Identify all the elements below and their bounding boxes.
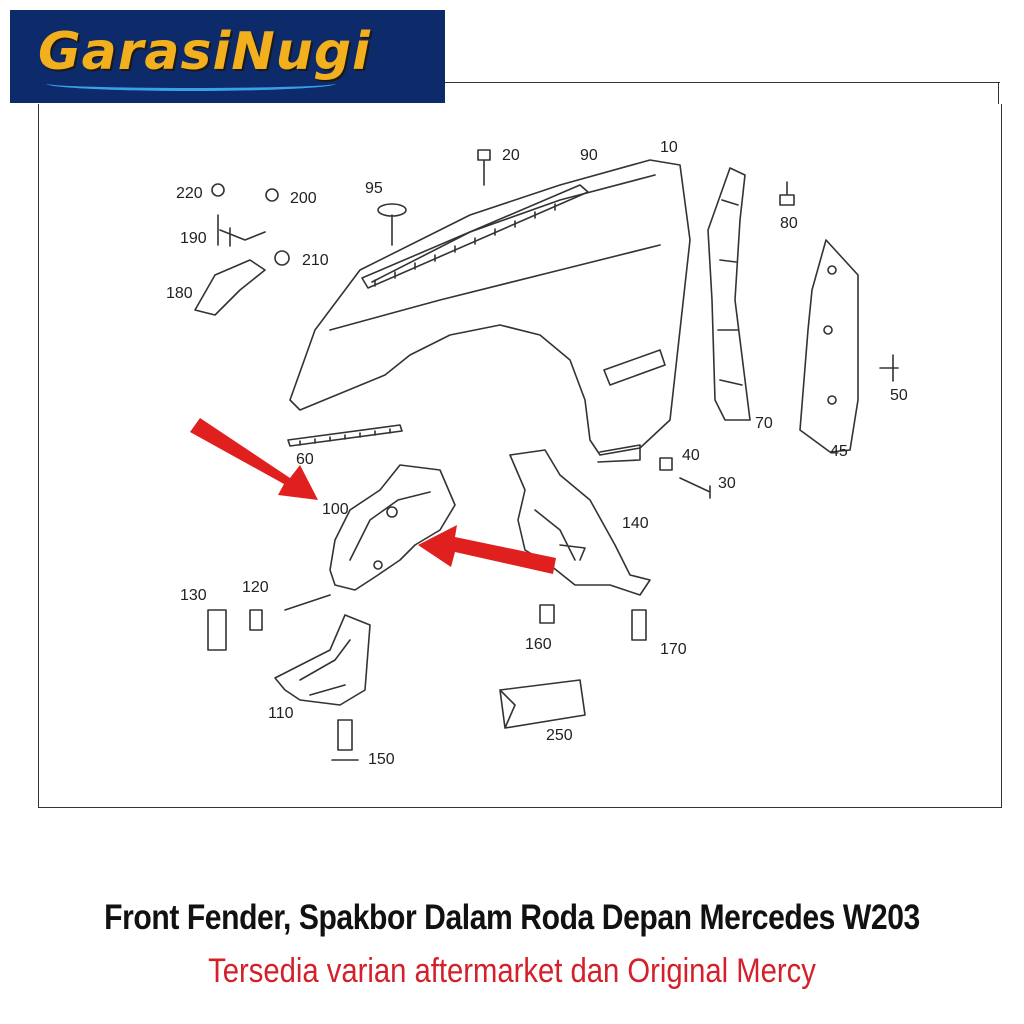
wheel-arch-liner-rear xyxy=(509,449,651,596)
fender-panel xyxy=(289,159,691,463)
callout-60: 60 xyxy=(296,451,314,468)
callout-95: 95 xyxy=(365,180,383,197)
callout-50: 50 xyxy=(890,387,908,404)
callout-110: 110 xyxy=(268,705,294,722)
splash-guard xyxy=(274,614,371,706)
callout-210: 210 xyxy=(302,252,329,269)
callout-labels: 10 20 90 95 220 200 190 210 180 80 50 70… xyxy=(166,139,908,768)
callout-80: 80 xyxy=(780,215,798,232)
diagram-frame-top-border xyxy=(445,82,1000,83)
red-arrow-140 xyxy=(418,525,556,574)
callout-120: 120 xyxy=(242,579,269,596)
callout-70: 70 xyxy=(755,415,773,432)
wheel-arch-liner-front xyxy=(329,464,456,591)
mounting-bracket xyxy=(194,183,290,316)
caption-subtitle: Tersedia varian aftermarket dan Original… xyxy=(208,952,816,990)
callout-190: 190 xyxy=(180,230,207,247)
callout-180: 180 xyxy=(166,285,193,302)
callout-90: 90 xyxy=(580,147,598,164)
callout-160: 160 xyxy=(525,636,552,653)
callout-10: 10 xyxy=(660,139,678,156)
fasteners xyxy=(207,149,899,761)
rear-bracket xyxy=(707,167,751,421)
callout-40: 40 xyxy=(682,447,700,464)
side-panel xyxy=(799,239,859,453)
diagram-frame-side-border xyxy=(998,82,999,104)
callout-140: 140 xyxy=(622,515,649,532)
callout-250: 250 xyxy=(546,727,573,744)
callout-130: 130 xyxy=(180,587,207,604)
red-pointer-arrows xyxy=(190,418,556,574)
callout-200: 200 xyxy=(290,190,317,207)
brand-logo-text: GarasiNugi xyxy=(38,22,371,82)
callout-100: 100 xyxy=(322,501,349,518)
trim-strip xyxy=(361,184,589,289)
callout-220: 220 xyxy=(176,185,203,202)
callout-30: 30 xyxy=(718,475,736,492)
callout-170: 170 xyxy=(660,641,687,658)
callout-45: 45 xyxy=(830,443,848,460)
logo-swoosh-decoration xyxy=(46,76,336,91)
callout-150: 150 xyxy=(368,751,395,768)
red-arrow-100 xyxy=(190,418,318,500)
callout-20: 20 xyxy=(502,147,520,164)
caption-title: Front Fender, Spakbor Dalam Roda Depan M… xyxy=(104,898,920,937)
brand-logo: GarasiNugi xyxy=(10,10,445,103)
lower-seal-strip xyxy=(287,424,403,447)
